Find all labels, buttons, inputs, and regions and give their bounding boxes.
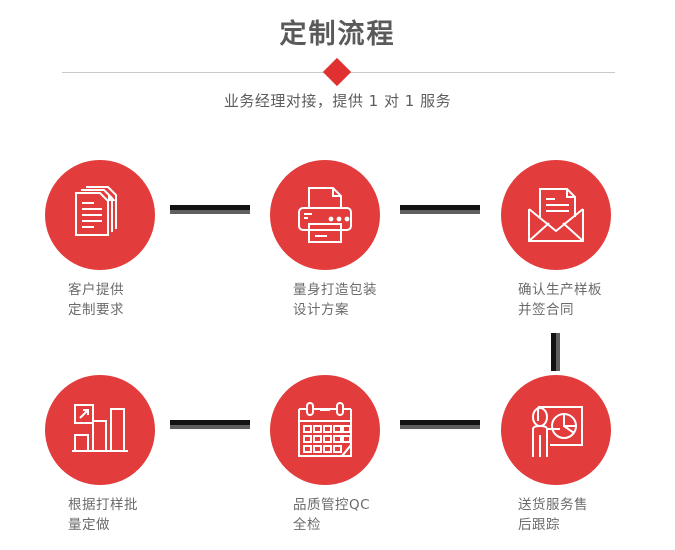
step-1-icon-circle bbox=[45, 160, 155, 270]
step-2-label: 量身打造包装 设计方案 bbox=[293, 282, 377, 318]
page-title: 定制流程 bbox=[279, 19, 396, 50]
connector-step5-step6 bbox=[400, 420, 480, 429]
connector-bar-dark bbox=[170, 420, 250, 425]
connector-step4-step5 bbox=[170, 420, 250, 429]
step-5-label: 品质管控QC 全检 bbox=[293, 497, 371, 533]
step-3-label: 确认生产样板 并签合同 bbox=[518, 282, 602, 318]
step-1-label: 客户提供 定制要求 bbox=[68, 282, 124, 318]
connector-bar-light bbox=[170, 425, 250, 429]
step-6-label: 送货服务售 后跟踪 bbox=[518, 497, 588, 533]
page-subtitle: 业务经理对接，提供 1 对 1 服务 bbox=[223, 92, 452, 110]
step-5-icon-circle bbox=[270, 375, 380, 485]
connector-bar-light bbox=[400, 210, 480, 214]
step-4-icon-circle bbox=[45, 375, 155, 485]
step-6-icon-circle bbox=[501, 375, 611, 485]
connector-step3-step6 bbox=[551, 333, 560, 371]
connector-bar-light bbox=[170, 210, 250, 214]
step-3-icon-circle bbox=[501, 160, 611, 270]
step-4-label: 根据打样批 量定做 bbox=[68, 497, 138, 533]
diamond-marker-icon bbox=[322, 57, 352, 87]
connector-bar-light bbox=[400, 425, 480, 429]
connector-bar-dark bbox=[551, 333, 556, 371]
step-2-icon-circle bbox=[270, 160, 380, 270]
connector-step2-step3 bbox=[400, 205, 480, 214]
connector-bar-light bbox=[556, 333, 560, 371]
connector-bar-dark bbox=[400, 420, 480, 425]
connector-bar-dark bbox=[400, 205, 480, 210]
connector-bar-dark bbox=[170, 205, 250, 210]
connector-step1-step2 bbox=[170, 205, 250, 214]
